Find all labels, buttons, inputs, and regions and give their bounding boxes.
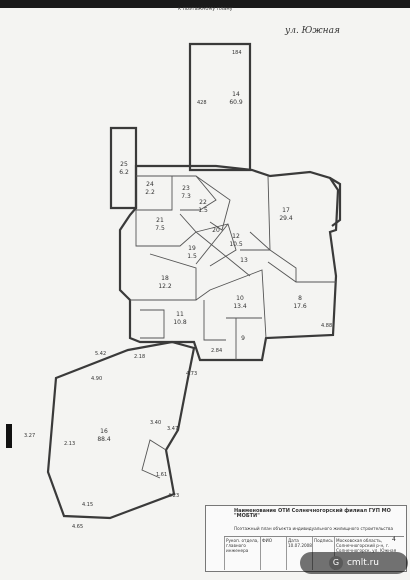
room-25-outline — [109, 126, 138, 210]
room-area-r16: 88.4 — [97, 436, 111, 443]
room-number-r10: 10 — [236, 295, 244, 302]
room-number-r23: 23 — [182, 185, 190, 192]
dimension-d3: 5.42 — [95, 351, 106, 357]
room-area-r18: 12.2 — [158, 283, 172, 290]
title-block-role: Рукоп. отдела, главного инженера — [224, 537, 260, 570]
partition-k — [140, 309, 165, 339]
room-number-r8: 8 — [298, 295, 302, 302]
partition-a — [136, 175, 173, 211]
partition-c — [195, 175, 231, 231]
partition-f — [249, 231, 297, 282]
room-number-r14: 14 — [232, 91, 240, 98]
room-number-r11: 11 — [176, 311, 184, 318]
room-number-r18: 18 — [161, 275, 169, 282]
dimension-d8: 4.15 — [82, 502, 93, 508]
room-14-outline — [188, 42, 252, 172]
right-notch — [329, 177, 342, 227]
partition-h — [130, 253, 197, 301]
title-block-subtitle: Поэтажный план объекта индивидуального ж… — [234, 526, 394, 531]
dimension-d5: 4.90 — [91, 376, 102, 382]
room-number-r25: 25 — [120, 161, 128, 168]
sheet-number: 4 — [392, 536, 396, 543]
partition-i — [195, 269, 267, 339]
header-caption: к поэтажному плану — [178, 6, 233, 12]
room-number-r21: 21 — [156, 217, 164, 224]
dimension-d10: 3.47 — [167, 426, 178, 432]
room-16-notch — [141, 439, 167, 479]
dimension-d14: 4.23 — [168, 493, 179, 499]
room-number-r24: 24 — [146, 181, 154, 188]
dimension-d9: 4.65 — [72, 524, 83, 530]
room-area-r14: 60.9 — [229, 99, 243, 106]
room-16-outline — [46, 340, 196, 520]
title-block-date: Дата 10.07.2008 — [286, 537, 312, 570]
dimension-d15: 2.84 — [211, 348, 222, 354]
room-number-r17: 17 — [282, 207, 290, 214]
dimension-d11: 3.40 — [150, 420, 161, 426]
dimension-d1: 184 — [232, 50, 242, 56]
dimension-d4: 2.18 — [134, 354, 145, 360]
room-area-r8: 17.6 — [293, 303, 307, 310]
partition-l — [203, 300, 226, 341]
room-number-r13: 13 — [240, 257, 248, 264]
room-area-r17: 29.4 — [279, 215, 293, 222]
room-area-r22: 1.5 — [198, 207, 208, 214]
partition-g — [240, 175, 271, 251]
room-number-r12: 12 — [232, 233, 240, 240]
room-area-r24: 2.2 — [145, 189, 155, 196]
corridor-diag-1 — [195, 231, 251, 277]
room-number-r9: 9 — [241, 335, 245, 342]
room-area-r25: 6.2 — [119, 169, 129, 176]
partition-d — [135, 210, 197, 247]
partition-e — [195, 223, 237, 267]
watermark-text: cmlt.ru — [346, 558, 379, 568]
partition-b — [172, 175, 217, 211]
room-number-r22: 22 — [199, 199, 207, 206]
room-area-r12: 10.5 — [229, 241, 243, 248]
partition-j — [267, 261, 336, 283]
room-number-r20: 20 — [212, 227, 220, 234]
room-area-r10: 13.4 — [233, 303, 247, 310]
room-number-r16: 16 — [100, 428, 108, 435]
dimension-d6: 3.27 — [24, 433, 35, 439]
dimension-d12: 4.73 — [186, 371, 197, 377]
street-label: ул. Южная — [285, 26, 340, 36]
dimension-d7: 2.13 — [64, 441, 75, 447]
dimension-d2: 428 — [197, 100, 207, 106]
scan-edge-mark — [6, 424, 12, 448]
room-number-r19: 19 — [188, 245, 196, 252]
watermark-badge: G — [328, 555, 343, 570]
title-block-name: ФИО — [260, 537, 286, 570]
room-area-r11: 10.8 — [173, 319, 187, 326]
room-area-r19: 1.5 — [187, 253, 197, 260]
dimension-d13: 1.61 — [156, 472, 167, 478]
room-area-r21: 7.5 — [155, 225, 165, 232]
dimension-d16: 4.88 — [321, 323, 332, 329]
room-area-r23: 7.3 — [181, 193, 191, 200]
top-edge-bar — [0, 0, 410, 8]
corridor-diag-2 — [195, 223, 229, 265]
title-block-heading: Наименование ОТИ Солнечногорский филиал … — [234, 508, 391, 520]
